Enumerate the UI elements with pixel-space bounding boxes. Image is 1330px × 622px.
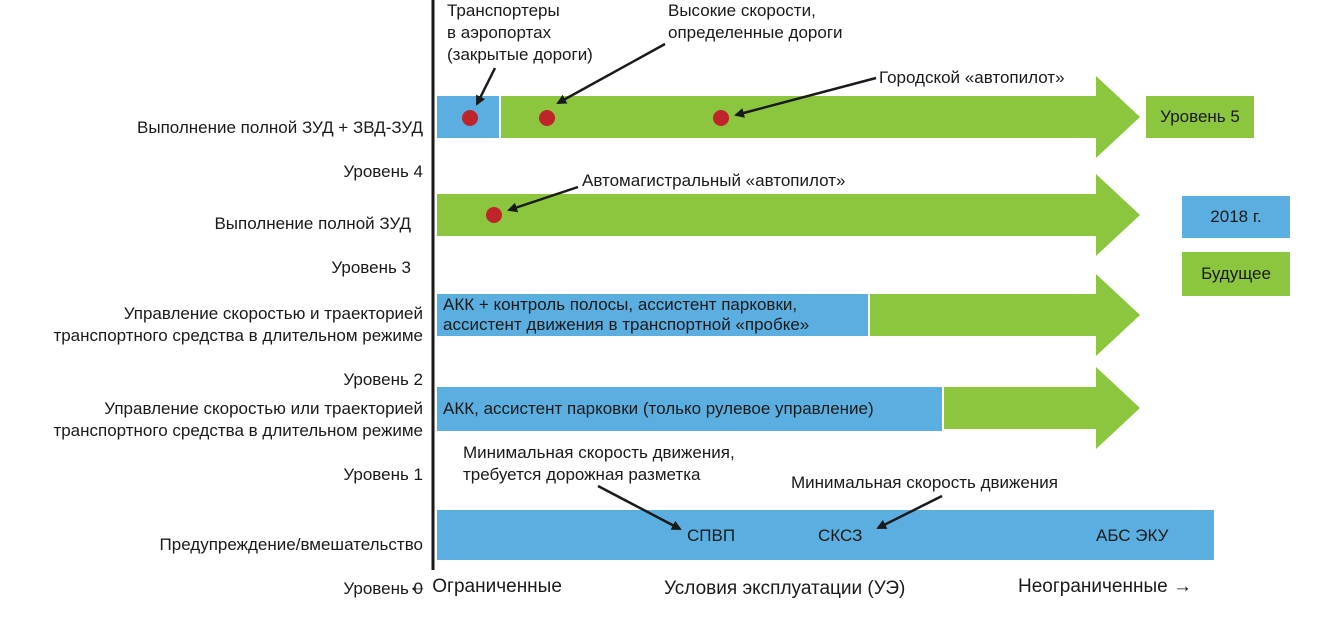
dot-airport	[462, 110, 478, 126]
arrow-airport	[475, 67, 497, 106]
level1-number: Уровень 1	[343, 465, 423, 484]
annotation-min-speed-marking: Минимальная скорость движения, требуется…	[463, 443, 735, 484]
level2-name: Управление скоростью и траекторией транс…	[53, 304, 423, 345]
arrow-min-speed	[876, 494, 943, 530]
level1-name: Управление скоростью или траекторией тра…	[53, 399, 423, 440]
dot-high-speed	[539, 110, 555, 126]
level4-future-arrow	[501, 76, 1140, 158]
arrow-highway	[507, 185, 579, 213]
level2-number: Уровень 2	[343, 370, 423, 389]
arrow-city	[734, 76, 877, 118]
level2-bar-text: АКК + контроль полосы, ассистент парковк…	[443, 295, 810, 334]
level1-future-arrow	[944, 367, 1140, 449]
dot-city	[713, 110, 729, 126]
diagram-canvas	[431, 0, 1290, 570]
level3-label: Выполнение полной ЗУД Уровень 3	[214, 191, 411, 301]
annotation-min-speed: Минимальная скорость движения	[791, 473, 1058, 492]
level0-label: Предупреждение/вмешательство Уровень 0	[160, 512, 423, 622]
legend-current-label: 2018 г.	[1210, 207, 1262, 226]
level0-item-abs: АБС ЭКУ	[1096, 526, 1169, 545]
level1-label: Управление скоростью или траекторией тра…	[53, 376, 423, 508]
level0-item-sksz: СКСЗ	[818, 526, 863, 545]
level0-item-spvp: СПВП	[687, 526, 736, 545]
level4-label: Выполнение полной ЗУД + ЗВД-ЗУД Уровень …	[137, 95, 423, 205]
axis-right-label: Неограниченные →	[1018, 576, 1192, 597]
annotation-city: Городской «автопилот»	[879, 68, 1065, 87]
annotation-high-speed: Высокие скорости, определенные дороги	[668, 1, 843, 42]
level1-bar-text: АКК, ассистент парковки (только рулевое …	[443, 399, 874, 418]
level4-name: Выполнение полной ЗУД + ЗВД-ЗУД	[137, 118, 423, 137]
level1-current-bar	[437, 387, 942, 431]
level3-number: Уровень 3	[331, 258, 411, 277]
level3-name: Выполнение полной ЗУД	[214, 214, 411, 233]
legend-future-label: Будущее	[1201, 264, 1271, 283]
dot-highway	[486, 207, 502, 223]
level3-future-arrow	[437, 174, 1140, 256]
level0-number: Уровень 0	[343, 579, 423, 598]
level5-label: Уровень 5	[1160, 107, 1240, 126]
level4-number: Уровень 4	[343, 162, 423, 181]
axis-left-label: ← Ограниченные	[408, 576, 562, 597]
arrow-high-speed	[556, 42, 666, 105]
annotation-airport: Транспортеры в аэропортах (закрытые доро…	[447, 1, 593, 64]
level2-label: Управление скоростью и траекторией транс…	[53, 281, 423, 413]
legend-current-swatch	[1182, 196, 1290, 238]
level2-future-arrow	[870, 274, 1140, 356]
axis-center-label: Условия эксплуатации (УЭ)	[664, 578, 906, 599]
level5-box	[1146, 96, 1254, 138]
level0-current-bar	[437, 510, 1214, 560]
annotation-highway: Автомагистральный «автопилот»	[582, 171, 846, 190]
level2-current-bar	[437, 294, 868, 336]
level0-name: Предупреждение/вмешательство	[159, 535, 423, 554]
arrow-min-speed-marking	[597, 484, 682, 531]
legend-future-swatch	[1182, 252, 1290, 296]
